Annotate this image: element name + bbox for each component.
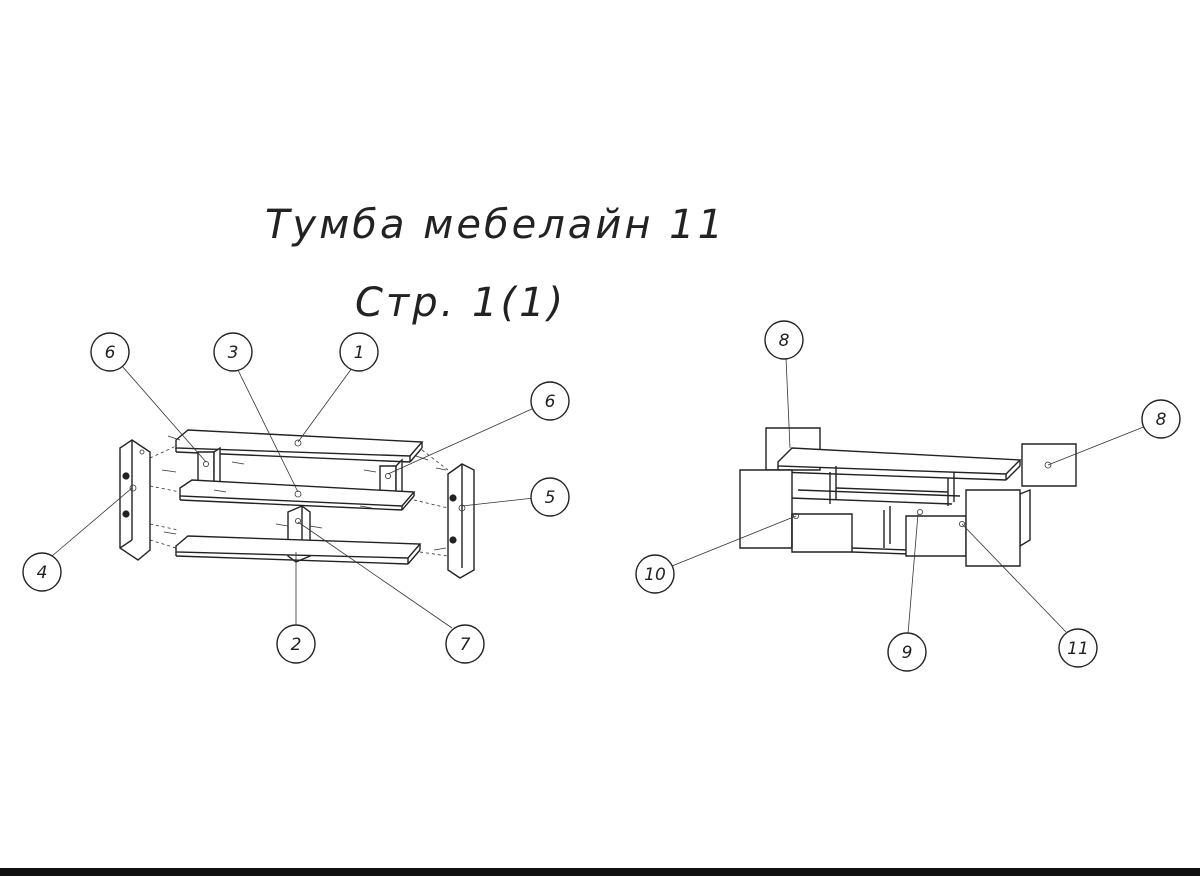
leader-lines-right [671, 357, 1147, 635]
back-panel-hole [1044, 461, 1052, 469]
callout-1: 1 [339, 332, 379, 372]
callout-8-right: 8 [1141, 399, 1181, 439]
callout-6-right: 6 [530, 381, 570, 421]
callout-number: 4 [37, 563, 48, 583]
left-door [739, 469, 853, 553]
callout-number: 3 [228, 343, 239, 363]
callout-5: 5 [530, 477, 570, 517]
callout-number: 2 [291, 635, 302, 655]
fasteners [149, 435, 449, 557]
assembled-view: 8 8 10 9 11 [635, 320, 1181, 672]
callout-2: 2 [276, 624, 316, 664]
callout-number: 6 [105, 343, 116, 363]
callout-4: 4 [22, 552, 62, 592]
door-handle [917, 508, 924, 515]
callout-number: 5 [545, 488, 556, 508]
callout-3: 3 [213, 332, 253, 372]
callout-10: 10 [635, 554, 675, 594]
middle-shelf [179, 479, 416, 511]
page-label: Стр. 1(1) [355, 280, 566, 326]
callout-number: 6 [545, 392, 556, 412]
right-side-panel [447, 463, 475, 579]
drawing-title: Тумба мебелайн 11 [265, 202, 726, 248]
top-shelf [175, 429, 424, 463]
callout-11: 11 [1058, 628, 1098, 668]
leader-lines-left [51, 365, 535, 629]
cabinet-body [777, 447, 1031, 555]
callout-number: 9 [902, 643, 913, 663]
callout-number: 1 [354, 343, 365, 363]
exploded-view: 6 3 1 6 5 4 2 7 [22, 332, 570, 664]
right-door [905, 489, 1021, 567]
bottom-shelf [175, 535, 422, 565]
callout-number: 7 [460, 635, 471, 655]
callout-number: 8 [779, 331, 790, 351]
callout-number: 10 [644, 565, 666, 585]
scan-bottom-edge [0, 868, 1200, 876]
callout-number: 8 [1156, 410, 1167, 430]
left-side-panel [119, 439, 151, 561]
callout-8-left: 8 [764, 320, 804, 360]
callout-9: 9 [887, 632, 927, 672]
callout-7: 7 [445, 624, 485, 664]
callout-number: 11 [1067, 639, 1089, 659]
callout-6-left: 6 [90, 332, 130, 372]
